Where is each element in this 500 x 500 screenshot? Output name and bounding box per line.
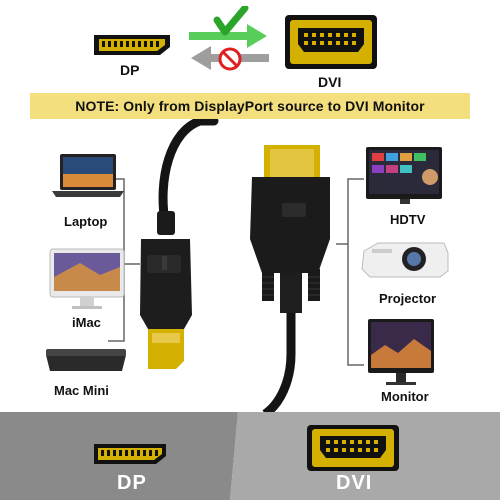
bottom-background xyxy=(0,412,500,500)
bottom-band: DP DVI xyxy=(0,412,500,500)
bottom-dvi-label: DVI xyxy=(336,472,373,494)
mac-mini-icon xyxy=(46,349,126,371)
allowed-arrow xyxy=(189,24,267,48)
bottom-dvi-port-icon xyxy=(307,425,399,471)
bottom-dp-label: DP xyxy=(117,472,147,494)
source-label-mac-mini: Mac Mini xyxy=(54,383,109,398)
dvi-port-icon xyxy=(285,15,377,69)
prohibited-icon xyxy=(218,47,242,71)
display-label-hdtv: HDTV xyxy=(390,212,426,227)
tv-icon xyxy=(366,147,442,204)
top-dvi-label: DVI xyxy=(318,74,342,90)
dvi-connector xyxy=(250,145,330,313)
cable-illustration xyxy=(46,119,449,414)
direction-arrows xyxy=(189,6,269,71)
dp-port-icon xyxy=(94,35,170,55)
note-text: NOTE: Only from DisplayPort source to DV… xyxy=(75,98,425,114)
note-bar: NOTE: Only from DisplayPort source to DV… xyxy=(30,93,470,119)
imac-icon xyxy=(49,248,125,309)
laptop-icon xyxy=(52,154,124,197)
source-label-laptop: Laptop xyxy=(64,214,108,229)
check-icon xyxy=(213,6,249,36)
source-label-imac: iMac xyxy=(72,315,101,330)
display-label-monitor: Monitor xyxy=(381,389,429,404)
display-label-projector: Projector xyxy=(379,291,437,306)
monitor-icon xyxy=(368,319,434,385)
top-diagram: DP DVI xyxy=(0,0,500,92)
dp-connector xyxy=(140,211,192,369)
top-dp-label: DP xyxy=(120,62,140,78)
device-stage: Laptop iMac Mac Mini HDTV Projector Moni… xyxy=(0,119,500,414)
projector-icon xyxy=(361,242,449,278)
bottom-dp-port-icon xyxy=(94,444,166,464)
dp-cable xyxy=(158,119,219,227)
dvi-cable xyxy=(262,311,296,414)
